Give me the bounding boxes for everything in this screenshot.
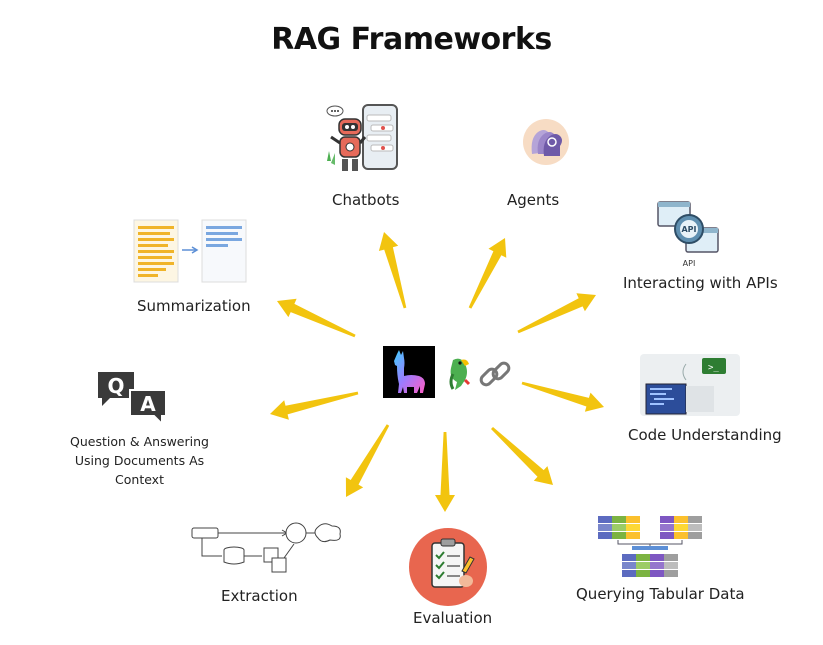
chatbot-robot-icon xyxy=(326,104,398,171)
arrow-to-qa xyxy=(270,391,359,420)
clipboard-checklist-icon xyxy=(409,528,487,606)
tabular-label: Querying Tabular Data xyxy=(576,585,745,603)
arrow-to-tabular xyxy=(491,427,553,485)
chain-link-icon xyxy=(479,361,511,387)
arrow-to-agents xyxy=(468,238,507,309)
api-gear-icon: API API xyxy=(657,201,719,268)
arrow-to-summarization xyxy=(277,298,356,338)
qa-letter-q: Q xyxy=(107,374,124,398)
evaluation-label: Evaluation xyxy=(413,609,493,627)
api-icon-text: API xyxy=(681,225,696,234)
arrow-to-chatbots xyxy=(378,232,407,309)
qa-letter-a: A xyxy=(140,392,156,416)
page-title: RAG Frameworks xyxy=(271,22,552,57)
agents-label: Agents xyxy=(507,191,560,209)
parrot-icon xyxy=(449,358,471,390)
apis-label: Interacting with APIs xyxy=(623,274,778,292)
flowchart-icon xyxy=(191,522,341,573)
arrow-to-extraction xyxy=(345,424,390,497)
arrow-to-code xyxy=(521,381,604,412)
qa-label: Question & Answering Using Documents As … xyxy=(70,434,209,487)
arrow-to-evaluation xyxy=(435,432,455,512)
svg-text:>_: >_ xyxy=(708,363,719,373)
agent-heads-icon xyxy=(523,119,569,165)
chatbots-label: Chatbots xyxy=(332,191,400,209)
qa-bubbles-icon: Q A xyxy=(98,372,167,427)
document-summary-icon xyxy=(133,219,247,283)
api-icon-caption: API xyxy=(683,259,696,268)
llama-logo-icon xyxy=(383,346,435,398)
arrow-to-apis xyxy=(517,293,596,334)
extraction-label: Extraction xyxy=(221,587,298,605)
code-screen-icon: >_ xyxy=(640,354,740,416)
code-label: Code Understanding xyxy=(628,426,782,444)
table-merge-icon xyxy=(598,516,702,577)
summarization-label: Summarization xyxy=(137,297,251,315)
